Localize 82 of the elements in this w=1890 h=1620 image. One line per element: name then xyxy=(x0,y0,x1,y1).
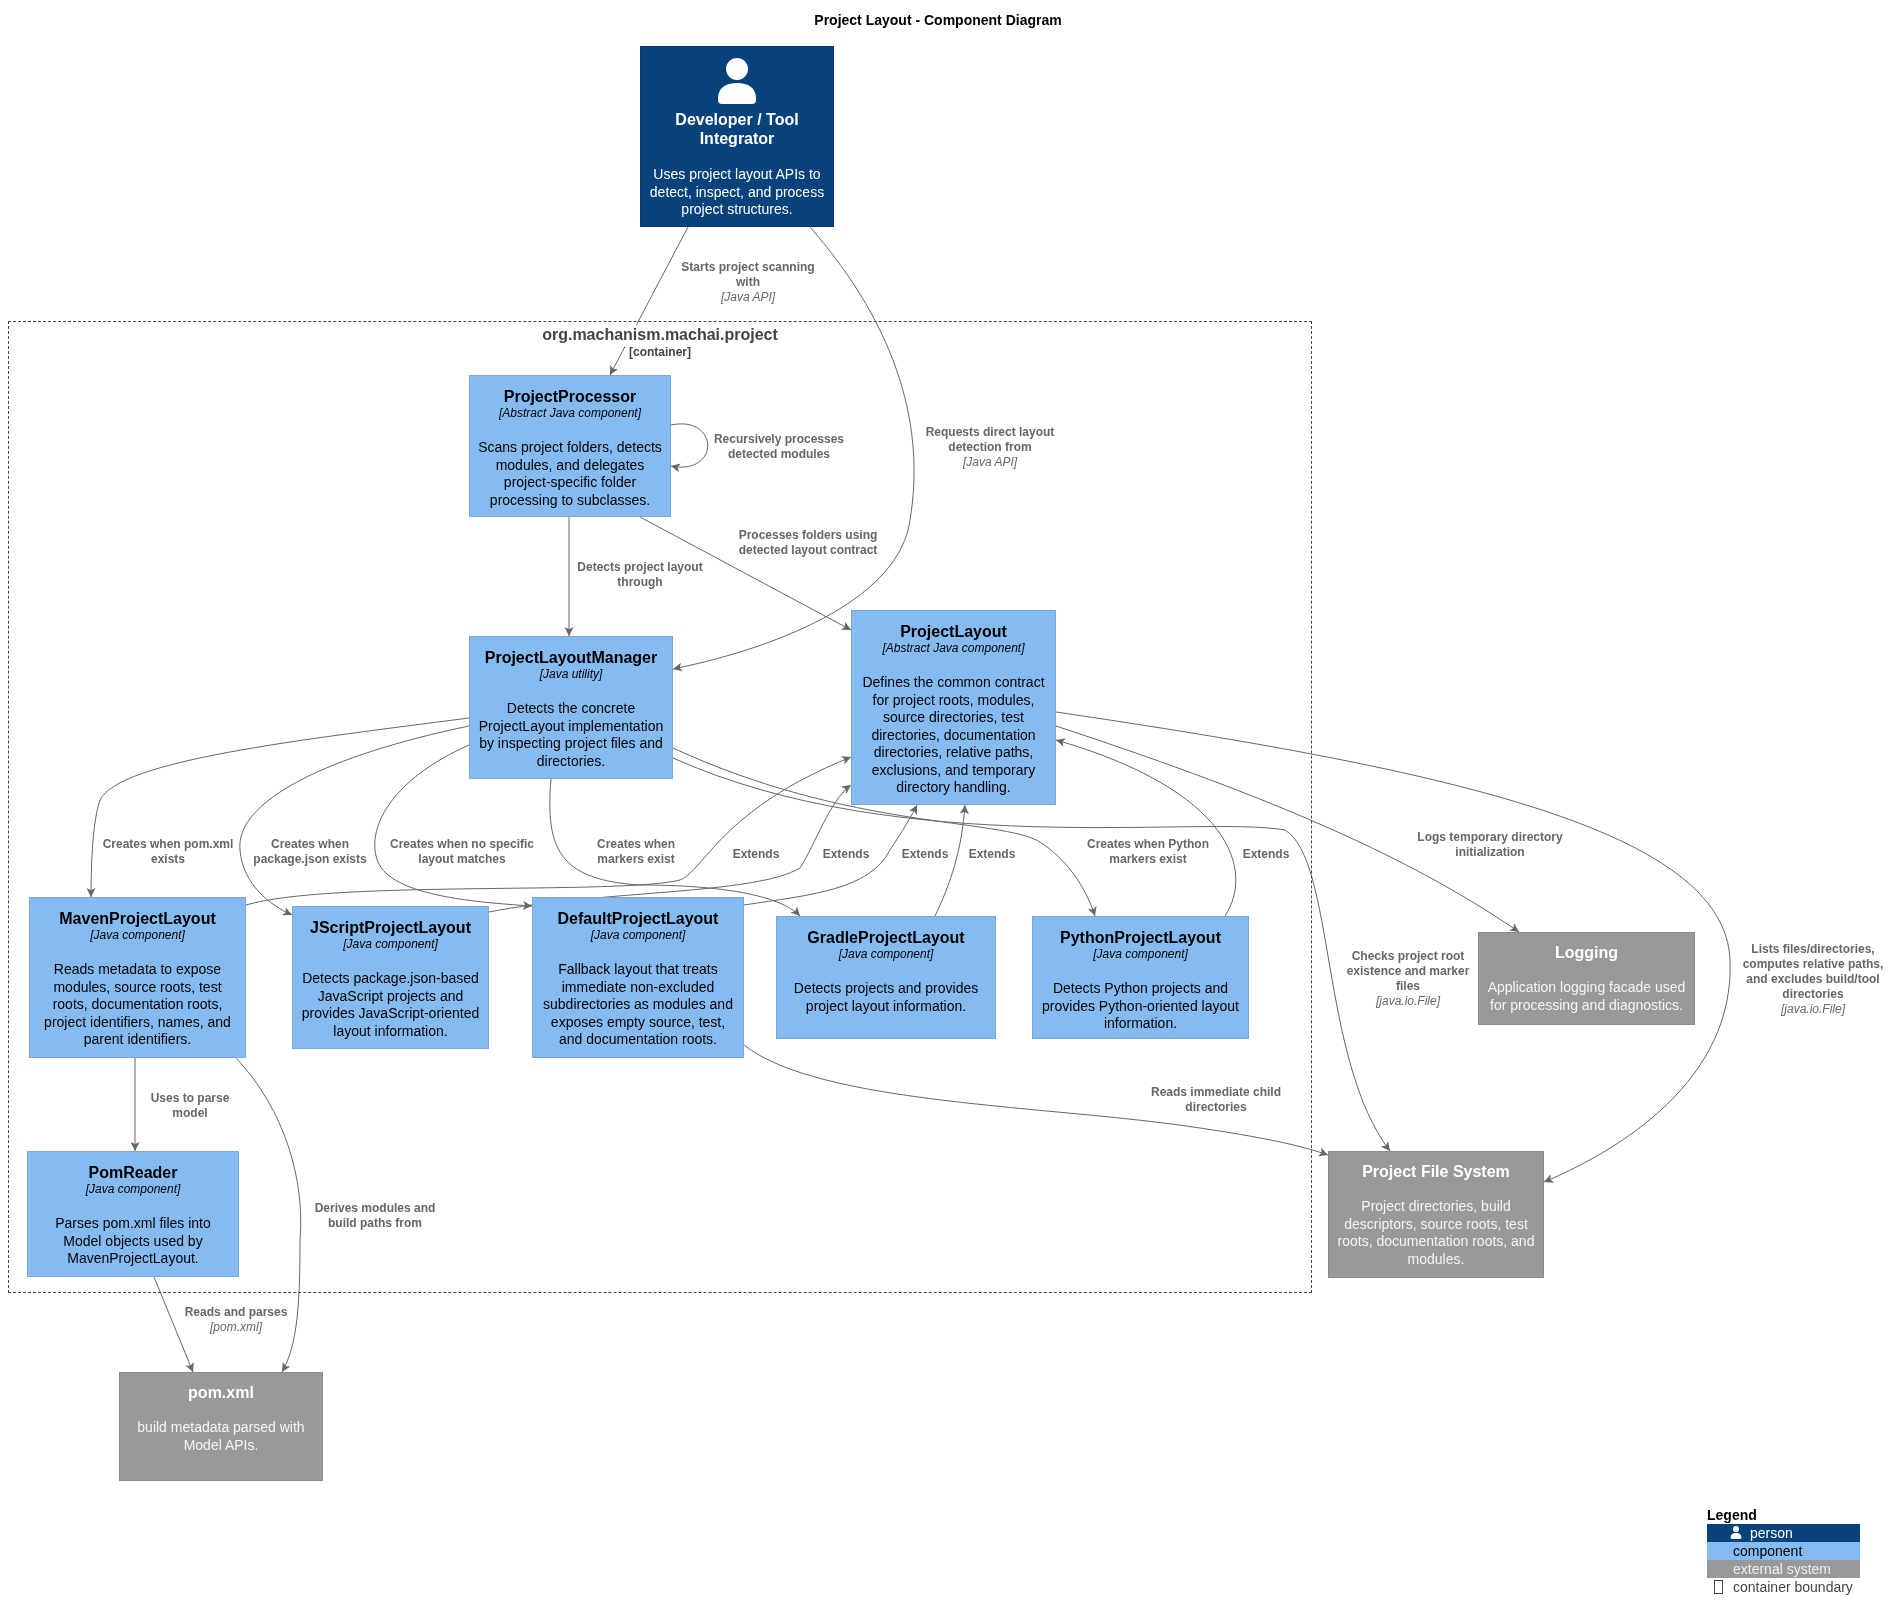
node-title: JScriptProjectLayout xyxy=(310,918,471,937)
component-box xyxy=(851,610,1056,805)
component-box xyxy=(469,375,671,517)
component-box xyxy=(29,897,246,1058)
arrow xyxy=(672,747,1097,917)
arrow xyxy=(1055,725,1520,933)
external-system-box xyxy=(1328,1151,1544,1278)
node-title: DefaultProjectLayout xyxy=(557,909,719,928)
edge-label: Detects project layout through xyxy=(575,560,705,590)
technology-tag: [Java utility] xyxy=(539,667,603,682)
arrow xyxy=(743,804,918,906)
node-title: Project File System xyxy=(1362,1162,1510,1181)
node-title: pom.xml xyxy=(188,1383,254,1402)
edge-label: Creates when no specific layout matches xyxy=(387,837,537,867)
arrow xyxy=(245,756,852,906)
node-description: Uses project layout APIs to detect, inspect, and process project structures. xyxy=(649,166,825,219)
edge-label: Reads and parses [pom.xml] xyxy=(183,1305,289,1335)
node-title: ProjectProcessor xyxy=(503,387,637,406)
external-system-box xyxy=(119,1372,323,1481)
node-title: Developer / Tool Integrator xyxy=(674,110,800,148)
node-description: Project directories, build descriptors, source roots, test roots, documentation roots, and modules. xyxy=(1337,1198,1535,1268)
node-title: ProjectLayout xyxy=(900,622,1007,641)
person-box xyxy=(640,46,834,227)
external-system-box xyxy=(1478,932,1695,1025)
node-description: Fallback layout that treats immediate non-excluded subdirectories as modules and exposes empty source, test, and documentation roots. xyxy=(542,961,734,1049)
technology-tag: [Java component] xyxy=(90,928,185,943)
node-title: PomReader xyxy=(88,1163,178,1182)
arrow xyxy=(670,423,709,472)
arrow xyxy=(934,804,969,917)
diagram-title: Project Layout - Component Diagram xyxy=(814,11,1062,29)
legend-label: person xyxy=(1750,1524,1793,1542)
legend-label: container boundary xyxy=(1733,1578,1853,1596)
technology-tag: [Java component] xyxy=(85,1182,181,1197)
arrow xyxy=(374,744,533,910)
technology-tag: [Abstract Java component] xyxy=(882,641,1025,656)
arrow xyxy=(672,226,915,672)
node-description: build metadata parsed with Model APIs. xyxy=(136,1419,306,1454)
technology-tag: [Java component] xyxy=(1093,947,1188,962)
technology-tag: [Java component] xyxy=(343,937,438,952)
component-box xyxy=(532,897,744,1058)
legend-label: component xyxy=(1733,1542,1803,1560)
arrow xyxy=(86,717,470,898)
arrow xyxy=(564,516,574,637)
node-description: Detects Python projects and provides Python-oriented layout information. xyxy=(1041,980,1240,1033)
node-description: Detects projects and provides project layout information. xyxy=(792,980,980,1015)
node-title: Logging xyxy=(1554,943,1619,962)
component-box xyxy=(469,636,673,779)
legend-title: Legend xyxy=(1707,1506,1757,1524)
arrow xyxy=(130,1057,140,1152)
edge-label: Derives modules and build paths from xyxy=(312,1201,438,1231)
edge-label: Lists files/directories, computes relative paths, and excludes build/tool directories [java.io.File] xyxy=(1740,941,1886,1017)
node-description: Scans project folders, detects modules, and delegates project-specific folder processing to subclasses. xyxy=(478,439,662,509)
arrow xyxy=(235,1057,302,1373)
edge-label: Checks project root existence and marker files [java.io.File] xyxy=(1344,949,1472,1009)
node-title: MavenProjectLayout xyxy=(59,909,216,928)
node-description: Application logging facade used for processing and diagnostics. xyxy=(1487,979,1686,1014)
component-box xyxy=(292,906,489,1049)
arrow xyxy=(239,725,470,916)
node-title: PythonProjectLayout xyxy=(1060,928,1221,947)
legend-label: external system xyxy=(1733,1560,1832,1578)
node-title: GradleProjectLayout xyxy=(807,928,965,947)
arrow xyxy=(1055,711,1731,1183)
arrow xyxy=(639,516,852,631)
node-description: Detects the concrete ProjectLayout implementation by inspecting project files and directories. xyxy=(478,700,664,770)
node-description: Detects package.json-based JavaScript projects and provides JavaScript-oriented layout information. xyxy=(301,970,480,1040)
arrow xyxy=(549,778,801,917)
node-description: Defines the common contract for project roots, modules, source directories, test directories, documentation directories, relative paths, exclusions, and temporary directory handling. xyxy=(861,674,1046,797)
edge-label: Creates when package.json exists xyxy=(252,837,368,867)
arrow xyxy=(1055,738,1237,917)
edge-label: Processes folders using detected layout contract xyxy=(736,528,880,558)
arrow xyxy=(743,1044,1329,1157)
node-title: ProjectLayoutManager xyxy=(484,648,658,667)
technology-tag: [Abstract Java component] xyxy=(498,406,642,421)
component-box xyxy=(27,1151,239,1277)
component-box xyxy=(776,916,996,1039)
node-description: Reads metadata to expose modules, source roots, test roots, documentation roots, project identifiers, names, and parent identifiers. xyxy=(43,961,232,1049)
node-description: Parses pom.xml files into Model objects used by MavenProjectLayout. xyxy=(54,1215,212,1268)
technology-tag: [Java component] xyxy=(838,947,934,962)
component-box xyxy=(1032,916,1249,1039)
technology-tag: [Java component] xyxy=(590,928,686,943)
arrow xyxy=(672,757,1391,1152)
arrow xyxy=(153,1276,194,1373)
